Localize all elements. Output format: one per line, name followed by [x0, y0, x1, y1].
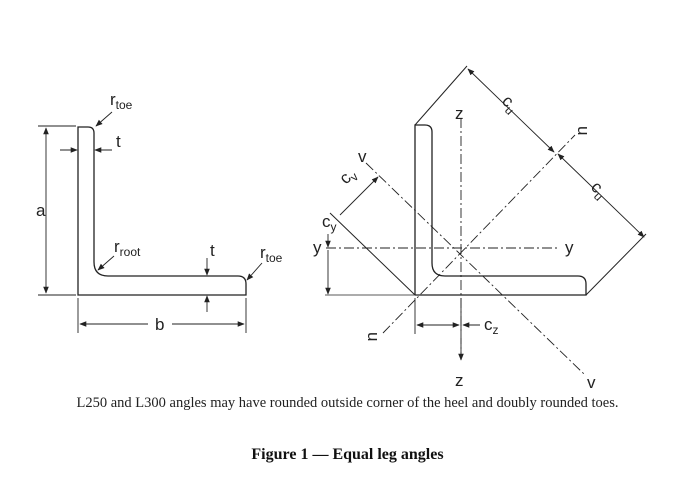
u-axis	[382, 134, 576, 334]
v-axis	[365, 162, 585, 375]
left-angle-section	[38, 111, 263, 333]
label-y-right: y	[565, 238, 574, 257]
label-cy: cy	[322, 212, 337, 234]
label-a: a	[36, 201, 46, 220]
label-r-root: rroot	[114, 237, 141, 259]
label-cu-right: cu	[585, 177, 611, 203]
label-cv: cv	[335, 164, 361, 190]
label-cu-top: cu	[496, 91, 522, 117]
right-dimensions	[325, 68, 645, 361]
label-v-top: v	[358, 147, 367, 166]
figure-note: L250 and L300 angles may have rounded ou…	[76, 395, 619, 411]
label-z-bottom: z	[455, 371, 464, 390]
figure-caption: Figure 1 — Equal leg angles	[251, 446, 444, 463]
equal-leg-angle-diagram: rtoe t a rroot t rtoe b	[36, 65, 647, 390]
label-t-right: t	[210, 241, 215, 260]
label-b: b	[155, 315, 164, 334]
right-angle-section	[329, 65, 647, 296]
label-r-toe-top: rtoe	[110, 90, 133, 112]
label-z-top: z	[455, 104, 464, 123]
label-v-bottom: v	[587, 373, 596, 390]
right-angle-outline	[414, 124, 587, 296]
label-u-top: u	[574, 126, 593, 135]
label-t-top: t	[116, 132, 121, 151]
label-r-toe-right: rtoe	[260, 243, 283, 265]
label-cz: cz	[484, 315, 499, 337]
label-u-bottom: u	[364, 332, 383, 341]
left-angle-outline	[77, 126, 247, 296]
label-y-left: y	[313, 238, 322, 257]
